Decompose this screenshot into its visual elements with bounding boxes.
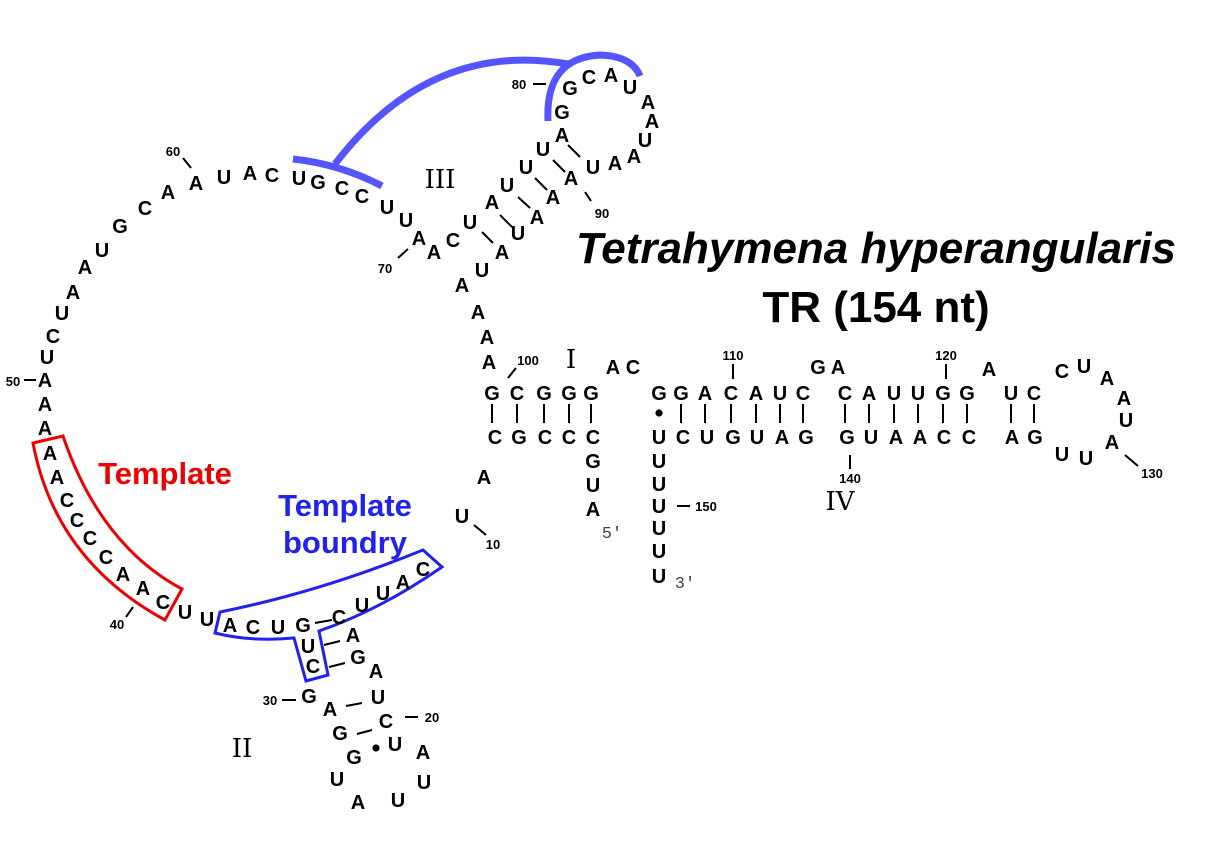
- position-tick: [507, 367, 517, 379]
- helix-label-IV: IV: [825, 487, 855, 517]
- position-number: 30: [263, 693, 277, 708]
- position-number: 80: [512, 77, 526, 92]
- position-number: 50: [6, 374, 20, 389]
- base-pair-line: [552, 159, 566, 173]
- nucleotides-tail-3p: UUUUUU: [652, 451, 666, 588]
- position-number: 100: [517, 353, 539, 368]
- title-rna: TR (154 nt): [762, 283, 989, 332]
- three-prime-label: 3': [675, 575, 695, 594]
- template-boundary-box: [213, 548, 445, 683]
- base-pair-line: [499, 214, 513, 228]
- nucleotides: AAAUCUAAUGCAAUACUGCCUUAACUAUUUAGGCAUAAUA…: [38, 65, 1133, 814]
- nucleotides-stem1-top: GCGGG: [484, 383, 599, 405]
- gu-pair-dot: [372, 744, 380, 752]
- five-prime-label: 5': [602, 525, 622, 544]
- position-tick: [473, 524, 487, 536]
- title-species: Tetrahymena hyperangularis: [576, 224, 1176, 273]
- position-tick: [397, 248, 409, 259]
- base-pair-line: [534, 177, 548, 191]
- nucleotides-stem4-top-a: GGACAUC: [651, 383, 810, 405]
- template-box: [31, 434, 185, 623]
- base-pair-line: [328, 662, 346, 668]
- position-number: 10: [486, 537, 500, 552]
- helix-label-III: III: [425, 165, 456, 195]
- nucleotides-hairpin-loop4: CUAAUAUU: [1055, 356, 1133, 470]
- base-pair-line: [323, 640, 341, 646]
- pseudoknot-connector: [292, 51, 644, 190]
- pseudoknot-arc: [332, 56, 569, 167]
- pseudoknot-bar: [292, 155, 384, 190]
- position-tick: [125, 606, 134, 618]
- position-number: 40: [110, 617, 124, 632]
- nucleotides-linker-au: AU: [455, 467, 491, 528]
- position-number: 130: [1141, 466, 1163, 481]
- nucleotides-bulge-a: A: [982, 359, 996, 381]
- position-number: 150: [695, 499, 717, 514]
- helix-label-II: II: [232, 734, 253, 764]
- base-pair-line: [517, 196, 531, 209]
- base-pair-line: [345, 702, 363, 707]
- base-pair-line: [567, 144, 581, 158]
- position-number: 120: [935, 348, 957, 363]
- base-pair-line: [314, 619, 333, 624]
- nucleotides-stem4-top-c: UC: [1004, 383, 1041, 405]
- position-number: 70: [378, 261, 392, 276]
- base-pair-line: [356, 729, 373, 735]
- position-number: 60: [166, 144, 180, 159]
- nucleotides-stem4-top-b: CAUUGG: [838, 383, 975, 405]
- template-label: Template: [98, 456, 232, 491]
- helix-label-I: I: [566, 345, 576, 375]
- position-numbers: 10 20 30 40 50 60 70 80 90 100 110 120 130 140 150: [6, 77, 1163, 725]
- nucleotides-stem1-bottom: CGCCCGUA: [488, 427, 601, 521]
- pair-lines: [24, 83, 1139, 752]
- position-tick: [182, 157, 192, 169]
- position-number: 110: [723, 348, 744, 363]
- nucleotides-bulge-ga: GA: [810, 357, 845, 379]
- base-pair-line: [481, 231, 494, 244]
- pseudoknot-cap: [544, 51, 644, 122]
- position-tick: [584, 191, 592, 202]
- nucleotides-stem4-bottom: GACCAAUGGAUGUCU: [652, 427, 1043, 449]
- gu-pair-dot: [655, 409, 663, 417]
- position-tick: [1124, 454, 1139, 467]
- position-number: 140: [839, 471, 861, 486]
- position-number: 20: [425, 710, 439, 725]
- template-boundary-label-line2: boundry: [283, 525, 408, 560]
- nucleotides-bulge-ac: AC: [606, 357, 640, 379]
- position-number: 90: [595, 206, 609, 221]
- template-boundary-label-line1: Template: [278, 488, 412, 523]
